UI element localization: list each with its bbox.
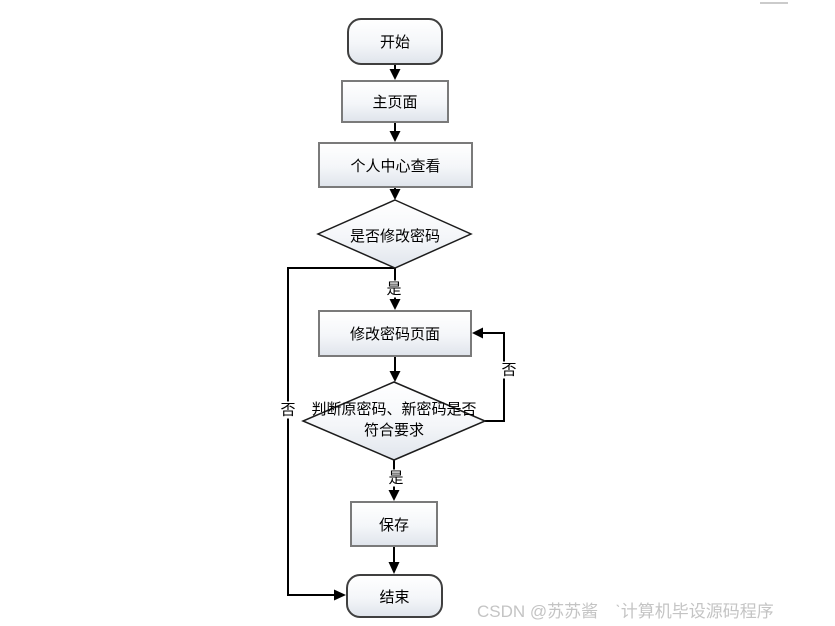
decision-modify-diamond bbox=[316, 199, 473, 269]
decision-valid-label-line2: 符合要求 bbox=[363, 422, 424, 439]
edge-decision1-no-loop bbox=[287, 267, 395, 596]
node-end: 结束 bbox=[346, 574, 443, 618]
node-personal-center-label: 个人中心查看 bbox=[350, 157, 441, 175]
decision-modify-label: 是否修改密码 bbox=[349, 228, 440, 245]
edge-label-no-right: 否 bbox=[500, 361, 518, 379]
node-start-label: 开始 bbox=[379, 34, 410, 51]
node-save-label: 保存 bbox=[378, 516, 409, 534]
node-end-label: 结束 bbox=[379, 588, 410, 606]
edge-label-yes-1: 是 bbox=[385, 280, 403, 298]
node-personal-center: 个人中心查看 bbox=[318, 142, 473, 188]
edge-label-yes-2: 是 bbox=[387, 469, 405, 487]
node-modify-password-page-label: 修改密码页面 bbox=[349, 326, 440, 343]
decision-valid-label: 判断原密码、新密码是否 符合要求 bbox=[284, 399, 504, 441]
node-start: 开始 bbox=[347, 18, 443, 65]
node-main-page: 主页面 bbox=[341, 80, 449, 123]
node-modify-password-page: 修改密码页面 bbox=[318, 310, 472, 357]
edge-label-no-left: 否 bbox=[279, 401, 297, 419]
csdn-watermark: CSDN @苏苏酱 ˋ计算机毕设源码程序 bbox=[477, 602, 774, 621]
node-main-page-label: 主页面 bbox=[372, 94, 418, 111]
node-save: 保存 bbox=[350, 501, 438, 547]
arrowheads bbox=[334, 69, 483, 601]
border-artifact-line bbox=[760, 2, 788, 4]
decision-valid-label-line1: 判断原密码、新密码是否 bbox=[311, 401, 477, 418]
decision-valid-diamond bbox=[301, 381, 487, 461]
